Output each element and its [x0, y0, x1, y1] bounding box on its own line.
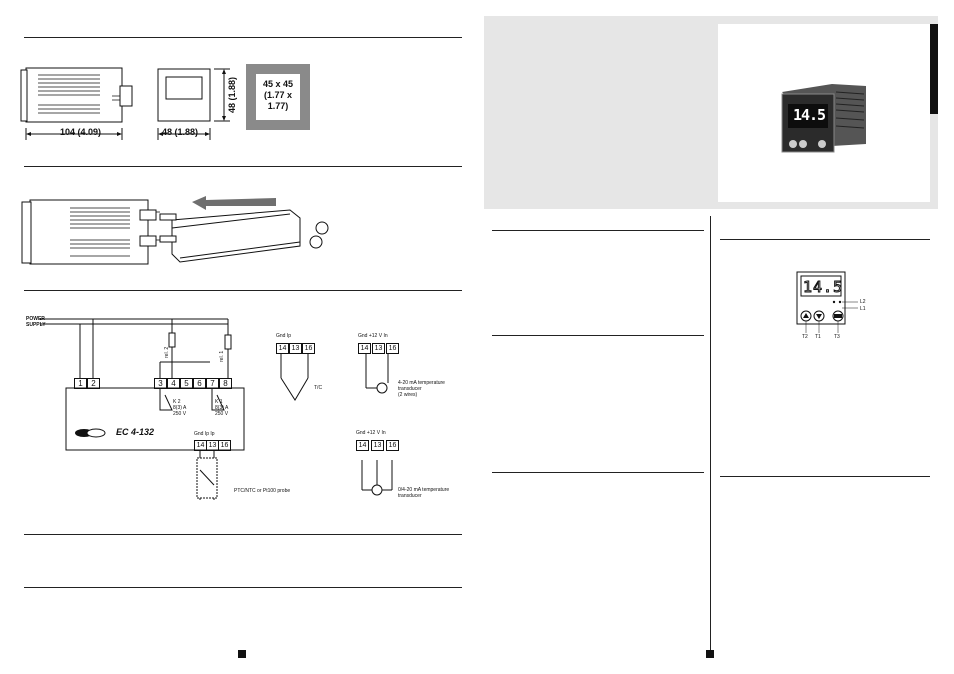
section-rule [24, 534, 462, 535]
probe-head: Gnd +12 V In [358, 333, 388, 339]
section-rule [24, 166, 462, 167]
probe-head: Gnd Ip [276, 333, 292, 339]
k1-rating: 8(3) A 250 V [215, 405, 229, 417]
cutout-line: (1.77 x [263, 90, 293, 100]
supply-label: SUPPLY [26, 322, 46, 328]
probe-head: Gnd Ip Ip [194, 431, 215, 437]
section-rule [24, 290, 462, 291]
page-marker [238, 650, 246, 658]
power-supply-label: POWER SUPPLY [26, 316, 46, 328]
transducer1-note: 4-20 mA temperature transducer (2 wires) [398, 380, 450, 398]
led-label-l2: L2 [860, 299, 866, 305]
column-divider [710, 216, 711, 652]
terminal: 16 [386, 440, 399, 451]
terminal: 5 [180, 378, 193, 389]
k1-label: K 1 8(3) A 250 V [215, 399, 231, 417]
depth-dimension: 104 (4.09) [60, 127, 102, 137]
cutout-dimension: 45 x 45 (1.77 x 1.77) [256, 79, 300, 112]
k2-name: K 2 [173, 399, 181, 405]
probe-note: PTC/NTC or Pt100 probe [234, 488, 291, 494]
section-rule [492, 230, 704, 231]
power-label: POWER [26, 316, 45, 322]
section-rule [24, 37, 462, 38]
terminal: 6 [193, 378, 206, 389]
section-rule [492, 472, 704, 473]
section-rule [24, 587, 462, 588]
terminal: 16 [386, 343, 399, 354]
brand-logo: ECO [88, 430, 97, 435]
page-marker [706, 650, 714, 658]
led-label-l1: L1 [860, 306, 866, 312]
terminal: 7 [206, 378, 219, 389]
terminal: 13 [371, 440, 384, 451]
terminal: 1 [74, 378, 87, 389]
button-label-t2: T2 [802, 334, 808, 340]
transducer2-note: 0/4-20 mA temperature transducer [398, 487, 450, 499]
cutout-line: 1.77) [267, 101, 289, 111]
width-dimension: 48 (1.88) [162, 127, 199, 137]
cutout-line: 45 x 45 [262, 79, 294, 89]
terminal: 4 [167, 378, 180, 389]
k2-label: K 2 8(3) A 250 V [173, 399, 189, 417]
section-rule [720, 476, 930, 477]
button-label-t1: T1 [815, 334, 821, 340]
k1-name: K 1 [215, 399, 223, 405]
side-tab [930, 24, 938, 114]
transducer1-sub: (2 wires) [398, 392, 418, 398]
terminal: 16 [218, 440, 231, 451]
terminal: 14 [276, 343, 289, 354]
model-name: EC 4-132 [116, 427, 155, 437]
terminal: 14 [356, 440, 369, 451]
terminal: 2 [87, 378, 100, 389]
section-rule [720, 239, 930, 240]
terminal: 14 [358, 343, 371, 354]
k2-rating: 8(3) A 250 V [173, 405, 187, 417]
button-label-t3: T3 [834, 334, 840, 340]
terminal: 16 [302, 343, 315, 354]
front-panel-display: 14.5 [803, 278, 844, 297]
terminal-block-main: 1 2 3 4 5 6 7 8 [74, 378, 254, 389]
device-display: 14.5 [792, 106, 826, 124]
tc-note: T/C [314, 385, 323, 391]
terminal: 13 [289, 343, 302, 354]
section-rule [492, 335, 704, 336]
probe-head: Gnd +12 V In [356, 430, 386, 436]
terminal: 3 [154, 378, 167, 389]
terminal: 8 [219, 378, 232, 389]
terminal: 13 [372, 343, 385, 354]
transducer1-label: 4-20 mA temperature transducer [398, 380, 445, 392]
